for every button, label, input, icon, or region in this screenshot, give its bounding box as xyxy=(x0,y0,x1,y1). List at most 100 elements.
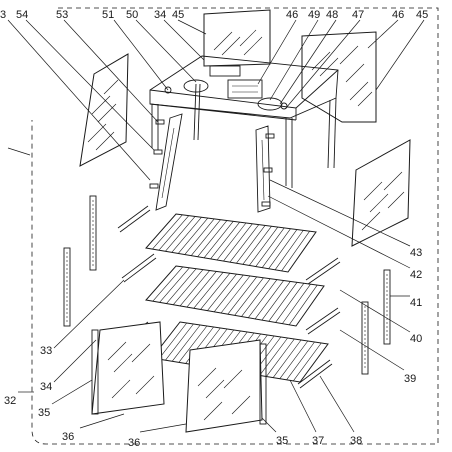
support-rod-right-3 xyxy=(297,359,331,385)
grill-bar xyxy=(207,273,237,311)
grill-bar xyxy=(158,215,189,251)
part-label-46-b: 46 xyxy=(392,9,404,21)
grill-bar xyxy=(210,221,240,260)
grill-bar xyxy=(165,323,194,361)
leader-lines xyxy=(7,19,425,433)
grill-bar xyxy=(281,231,310,272)
support-rod-right-1 xyxy=(305,257,339,281)
grill-bar xyxy=(255,227,285,267)
part-label-45-b: 45 xyxy=(416,9,428,21)
part-label-36-a: 36 xyxy=(62,431,74,443)
grill-bar xyxy=(268,229,298,269)
part-label-43: 43 xyxy=(410,247,422,259)
toothed-rail-right-lower xyxy=(361,301,369,375)
part-label-33: 33 xyxy=(40,345,52,357)
grill-bar xyxy=(242,226,272,265)
grill-bar xyxy=(159,267,190,303)
grill-bar xyxy=(259,337,288,376)
part-label-42: 42 xyxy=(410,269,422,281)
part-label-3: 3 xyxy=(0,9,6,21)
part-label-34-top: 34 xyxy=(154,9,166,21)
grill-bar xyxy=(178,325,208,363)
part-label-48: 48 xyxy=(326,9,338,21)
part-label-51: 51 xyxy=(102,9,114,21)
grill-bar xyxy=(152,214,183,250)
part-label-45-top: 45 xyxy=(172,9,184,21)
glass-panel-front-left xyxy=(91,321,165,415)
grill-bar xyxy=(152,266,183,302)
support-rod-left-2 xyxy=(123,257,157,283)
grill-bar xyxy=(171,217,202,253)
grill-bar xyxy=(171,324,201,362)
grill-bar xyxy=(286,341,315,380)
part-label-35-a: 35 xyxy=(38,407,50,419)
grill-bar xyxy=(274,230,304,270)
part-label-53: 53 xyxy=(56,9,68,21)
grill-bar xyxy=(178,217,209,254)
grill-bar xyxy=(227,276,257,315)
leader-32 xyxy=(7,147,31,156)
grill-bar xyxy=(197,220,228,257)
glass-panel-side-left xyxy=(79,53,129,167)
grill-bar xyxy=(293,342,322,382)
support-rod-right-2 xyxy=(305,307,339,331)
grill-rack-top xyxy=(145,213,317,273)
grill-bar xyxy=(248,279,278,318)
glass-panel-rear-right xyxy=(301,31,377,123)
grill-bar xyxy=(200,273,231,310)
grill-rack-middle xyxy=(145,265,325,327)
grill-bar xyxy=(261,228,291,268)
grill-bar xyxy=(184,218,215,255)
grill-bar xyxy=(288,284,318,325)
part-label-50: 50 xyxy=(126,9,138,21)
grill-bar xyxy=(203,221,234,259)
grill-bar xyxy=(173,269,204,305)
grill-bar xyxy=(282,284,311,324)
part-label-36-b: 36 xyxy=(128,437,140,449)
part-label-32: 32 xyxy=(4,395,16,407)
grill-bar xyxy=(186,271,217,308)
grill-bar xyxy=(229,224,259,263)
grill-bar xyxy=(213,274,244,313)
grill-bar xyxy=(165,216,196,252)
upper-frame xyxy=(149,55,339,188)
side-rails xyxy=(149,113,275,213)
support-rod-left-1b xyxy=(117,205,149,229)
grill-bar xyxy=(272,339,302,378)
grill-bar xyxy=(216,222,247,261)
grill-bar xyxy=(249,226,279,266)
grill-bar xyxy=(254,280,284,320)
glass-panel-side-right xyxy=(351,139,411,247)
glass-panel-front-right xyxy=(185,339,267,433)
support-rod-right-1b xyxy=(307,261,341,285)
grill-bar xyxy=(223,223,253,262)
grill-bar xyxy=(190,219,221,256)
grill-bar xyxy=(261,281,291,321)
grill-bar xyxy=(279,340,309,379)
grill-bar xyxy=(158,322,187,360)
toothed-rail-right-upper xyxy=(383,269,391,345)
grill-bar xyxy=(179,270,210,307)
part-label-54: 54 xyxy=(16,9,28,21)
support-rod-left-2b xyxy=(121,253,155,279)
toothed-rail-left-upper xyxy=(89,195,97,271)
toothed-rail-left-lower xyxy=(63,247,71,327)
part-label-47: 47 xyxy=(352,9,364,21)
part-label-39: 39 xyxy=(404,373,416,385)
support-rod-right-3b xyxy=(299,363,333,389)
support-rod-left-1 xyxy=(119,209,151,233)
grill-bar xyxy=(236,225,266,264)
assembly-boundary xyxy=(31,7,439,445)
part-label-40: 40 xyxy=(410,333,422,345)
part-label-35-b: 35 xyxy=(276,435,288,447)
part-label-38: 38 xyxy=(350,435,362,447)
grill-bar xyxy=(220,275,251,314)
grill-bar xyxy=(266,338,295,377)
part-label-37: 37 xyxy=(312,435,324,447)
grill-bar xyxy=(234,277,264,316)
support-rod-right-2b xyxy=(307,311,341,335)
part-label-41: 41 xyxy=(410,297,422,309)
grill-bar xyxy=(166,268,197,304)
grill-bar xyxy=(241,278,271,317)
